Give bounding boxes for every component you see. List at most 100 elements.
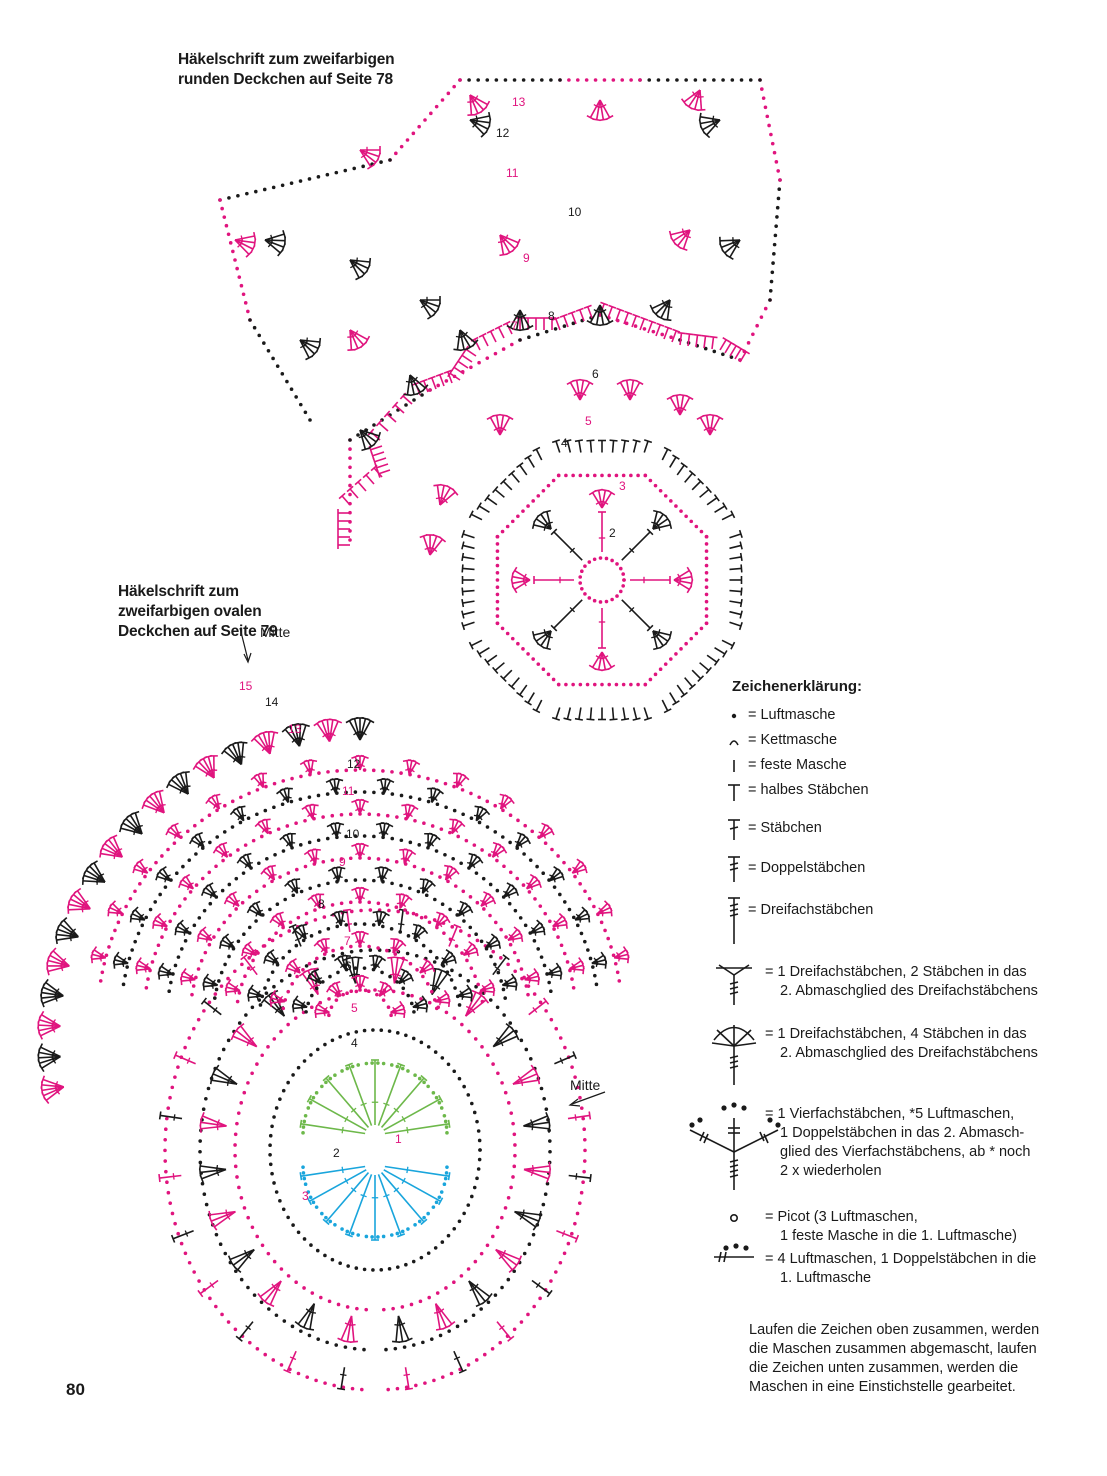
- chain-stitch-icon: [411, 1259, 416, 1264]
- chain-stitch-icon: [512, 1164, 517, 1169]
- cluster-stitch-icon: [38, 1025, 61, 1032]
- chain-stitch-icon: [431, 1091, 436, 1095]
- chain-stitch-icon: [268, 1133, 273, 1138]
- cluster-stitch-icon: [574, 913, 589, 921]
- stitch-top-bar: [365, 264, 371, 273]
- cluster-stitch-icon: [435, 1000, 450, 1004]
- chain-stitch-icon: [704, 556, 709, 561]
- chain-stitch-icon: [233, 1327, 238, 1332]
- chain-stitch-icon: [541, 1202, 546, 1207]
- stitch-bar: [531, 1123, 534, 1131]
- chain-stitch-icon: [356, 1233, 361, 1237]
- chain-stitch-icon: [579, 931, 584, 936]
- chain-stitch-icon: [508, 870, 513, 875]
- half-double-crochet-icon: [372, 451, 385, 457]
- chain-stitch-icon: [319, 1295, 323, 1300]
- chain-stitch-icon: [485, 1243, 490, 1248]
- double-crochet-icon: [728, 819, 740, 840]
- stitch-top-bar: [680, 98, 688, 106]
- chain-stitch-icon: [353, 878, 358, 882]
- stitch-top-bar: [447, 369, 453, 378]
- half-double-crochet-icon: [615, 309, 621, 322]
- half-double-crochet-icon: [478, 647, 490, 655]
- chain-stitch-icon: [390, 836, 395, 841]
- chain-stitch-icon: [533, 897, 537, 901]
- chain-stitch-icon: [760, 87, 764, 91]
- stitch-top-bar: [337, 1337, 346, 1343]
- stitch-bar: [255, 990, 261, 997]
- cluster-stitch-icon: [464, 991, 477, 1017]
- chain-stitch-icon: [214, 864, 218, 869]
- chain-stitch-icon: [615, 970, 620, 975]
- chain-stitch-icon: [311, 1095, 316, 1100]
- chain-stitch-icon: [376, 1061, 380, 1065]
- legend-text-line: = 1 Dreifachstäbchen, 2 Stäbchen in das: [765, 964, 1027, 980]
- chain-stitch-icon: [466, 1203, 471, 1207]
- stitch-bar: [249, 966, 256, 972]
- cluster-stitch-icon: [359, 976, 366, 991]
- chain-stitch-icon: [552, 885, 557, 889]
- round-number-label: 5: [585, 414, 592, 428]
- chain-stitch-icon: [536, 662, 541, 666]
- cluster-stitch-icon: [315, 1008, 330, 1014]
- cluster-stitch-icon: [412, 1002, 427, 1008]
- chain-stitch-icon: [439, 1190, 444, 1194]
- chain-stitch-icon: [618, 566, 623, 571]
- stitch-top-bar: [508, 796, 515, 805]
- stitch-bar: [506, 892, 511, 899]
- chain-stitch-icon: [345, 1066, 350, 1071]
- stitch-top-bar: [461, 564, 464, 573]
- stitch-bar: [416, 1004, 419, 1011]
- cluster-stitch-icon: [336, 823, 341, 838]
- stitch-top-bar: [361, 270, 368, 278]
- chain-stitch-icon: [448, 937, 453, 942]
- chain-stitch-icon: [306, 1190, 311, 1194]
- stitch-top-bar: [49, 947, 57, 955]
- chain-stitch-icon: [282, 1319, 287, 1323]
- cluster-stitch-icon: [200, 1168, 227, 1174]
- chain-stitch-icon: [418, 1299, 423, 1304]
- chain-stitch-icon: [389, 1063, 394, 1067]
- chain-stitch-icon: [349, 949, 354, 954]
- cluster-stitch-icon: [56, 936, 79, 941]
- chain-stitch-icon: [348, 456, 352, 460]
- chain-stitch-icon: [591, 965, 595, 969]
- chain-stitch-icon: [148, 907, 153, 912]
- chain-stitch-icon: [304, 964, 309, 968]
- stitch-bar: [51, 1050, 56, 1057]
- chain-stitch-icon: [604, 599, 609, 604]
- cluster-stitch-icon: [435, 918, 449, 928]
- chain-stitch-icon: [404, 1262, 408, 1267]
- chain-stitch-icon: [123, 973, 127, 978]
- stitch-top-bar: [742, 348, 751, 355]
- half-double-crochet-icon: [341, 495, 351, 506]
- chain-stitch-icon: [394, 905, 399, 909]
- chain-stitch-icon: [448, 830, 452, 835]
- cluster-stitch-icon: [413, 926, 423, 940]
- stitch-top-bar: [672, 700, 680, 706]
- cluster-stitch-icon: [43, 1086, 65, 1097]
- chain-stitch-icon: [629, 682, 633, 687]
- chain-stitch-icon: [242, 1090, 247, 1095]
- cluster-stitch-icon: [40, 1025, 61, 1037]
- cluster-stitch-icon: [475, 808, 484, 822]
- chain-stitch-icon: [751, 332, 755, 337]
- chain-stitch-icon: [230, 825, 235, 829]
- half-double-crochet-icon: [622, 707, 626, 720]
- chain-stitch-icon: [570, 1065, 574, 1069]
- stitch-top-bar: [213, 1064, 220, 1072]
- chain-stitch-icon: [553, 327, 558, 331]
- cluster-stitch-icon: [179, 773, 189, 795]
- chain-stitch-icon: [542, 963, 547, 968]
- cluster-stitch-icon: [507, 932, 521, 941]
- chain-stitch-icon: [344, 834, 348, 839]
- chain-stitch-icon: [466, 1363, 471, 1367]
- cluster-stitch-icon: [131, 913, 146, 921]
- stitch-bar: [279, 920, 286, 924]
- cluster-stitch-icon: [170, 827, 181, 839]
- chain-stitch-icon: [335, 769, 339, 773]
- chain-stitch-icon: [493, 1293, 498, 1297]
- chain-stitch-icon: [321, 860, 326, 864]
- stitch-top-bar: [492, 485, 499, 494]
- stitch-top-bar: [154, 912, 162, 920]
